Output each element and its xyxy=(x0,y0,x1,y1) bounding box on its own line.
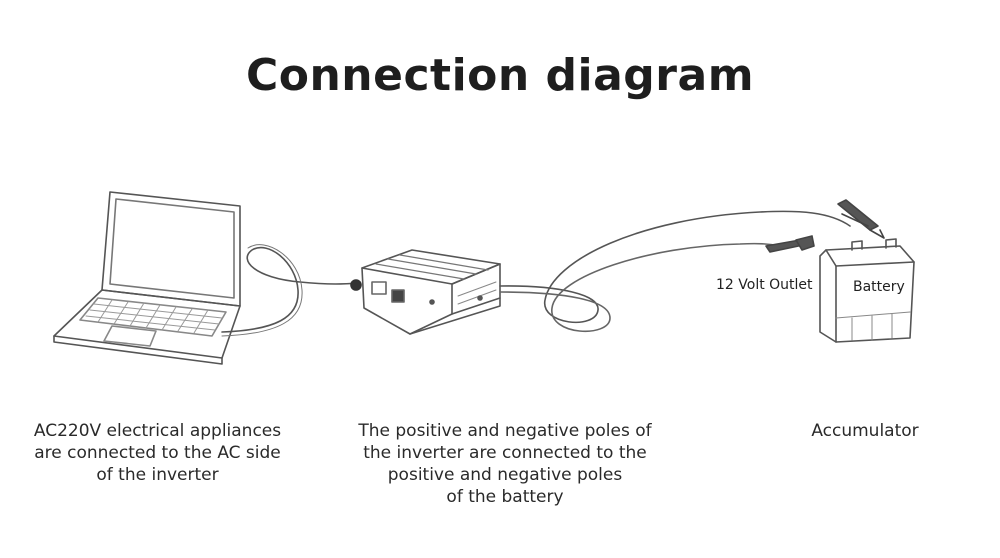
caption-line: AC220V electrical appliances xyxy=(33,421,282,441)
outlet-label: 12 Volt Outlet xyxy=(716,277,813,293)
inverter-icon xyxy=(350,249,501,335)
caption-line: of the inverter xyxy=(96,465,219,485)
caption-line: The positive and negative poles of xyxy=(358,421,652,441)
caption-accumulator: Accumulator xyxy=(770,420,960,442)
caption-line: Accumulator xyxy=(811,421,919,441)
battery-icon xyxy=(819,238,915,343)
laptop-icon xyxy=(53,191,241,365)
clamp-icon xyxy=(765,199,885,253)
caption-line: the inverter are connected to the xyxy=(363,443,647,463)
battery-label: Battery xyxy=(853,279,905,295)
page-title: Connection diagram xyxy=(245,50,755,101)
caption-inverter: The positive and negative poles of the i… xyxy=(340,420,670,508)
caption-appliances: AC220V electrical appliances are connect… xyxy=(10,420,305,486)
caption-line: positive and negative poles xyxy=(387,465,623,485)
caption-line: are connected to the AC side xyxy=(34,443,281,463)
caption-line: of the battery xyxy=(446,487,564,507)
